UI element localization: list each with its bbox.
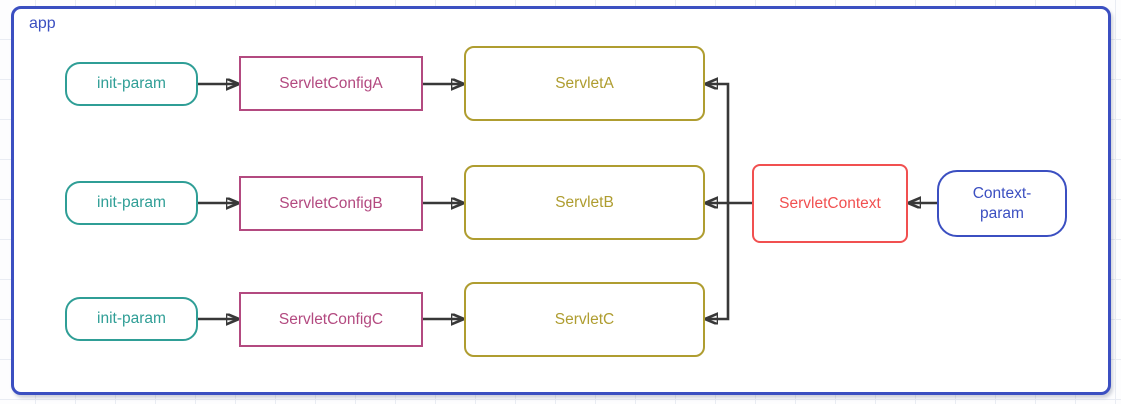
app-label: app xyxy=(29,15,56,32)
node-label: ServletC xyxy=(554,310,615,328)
node-context-param[interactable]: Context-param xyxy=(937,170,1067,237)
node-label: ServletA xyxy=(555,74,614,92)
node-label: init-param xyxy=(97,75,166,93)
node-servlet-config-a[interactable]: ServletConfigA xyxy=(239,56,423,111)
node-servlet-a[interactable]: ServletA xyxy=(464,46,705,121)
node-init-param-a[interactable]: init-param xyxy=(65,62,198,106)
node-servlet-c[interactable]: ServletC xyxy=(464,282,705,357)
node-label: ServletConfigB xyxy=(279,194,383,212)
node-init-param-c[interactable]: init-param xyxy=(65,297,198,341)
node-label: init-param xyxy=(97,194,166,212)
node-servlet-config-b[interactable]: ServletConfigB xyxy=(239,176,423,231)
edge-servletcontext-servletA[interactable] xyxy=(705,84,730,203)
node-servlet-config-c[interactable]: ServletConfigC xyxy=(239,292,423,347)
node-label: Context-param xyxy=(972,185,1032,222)
node-label: init-param xyxy=(97,310,166,328)
node-init-param-b[interactable]: init-param xyxy=(65,181,198,225)
node-label: ServletConfigA xyxy=(279,74,383,92)
node-servlet-b[interactable]: ServletB xyxy=(464,165,705,240)
node-label: ServletContext xyxy=(779,194,881,212)
node-servlet-context[interactable]: ServletContext xyxy=(752,164,908,243)
node-label: ServletConfigC xyxy=(278,310,384,328)
node-label: ServletB xyxy=(555,193,614,211)
edge-servletcontext-servletC[interactable] xyxy=(705,203,730,319)
